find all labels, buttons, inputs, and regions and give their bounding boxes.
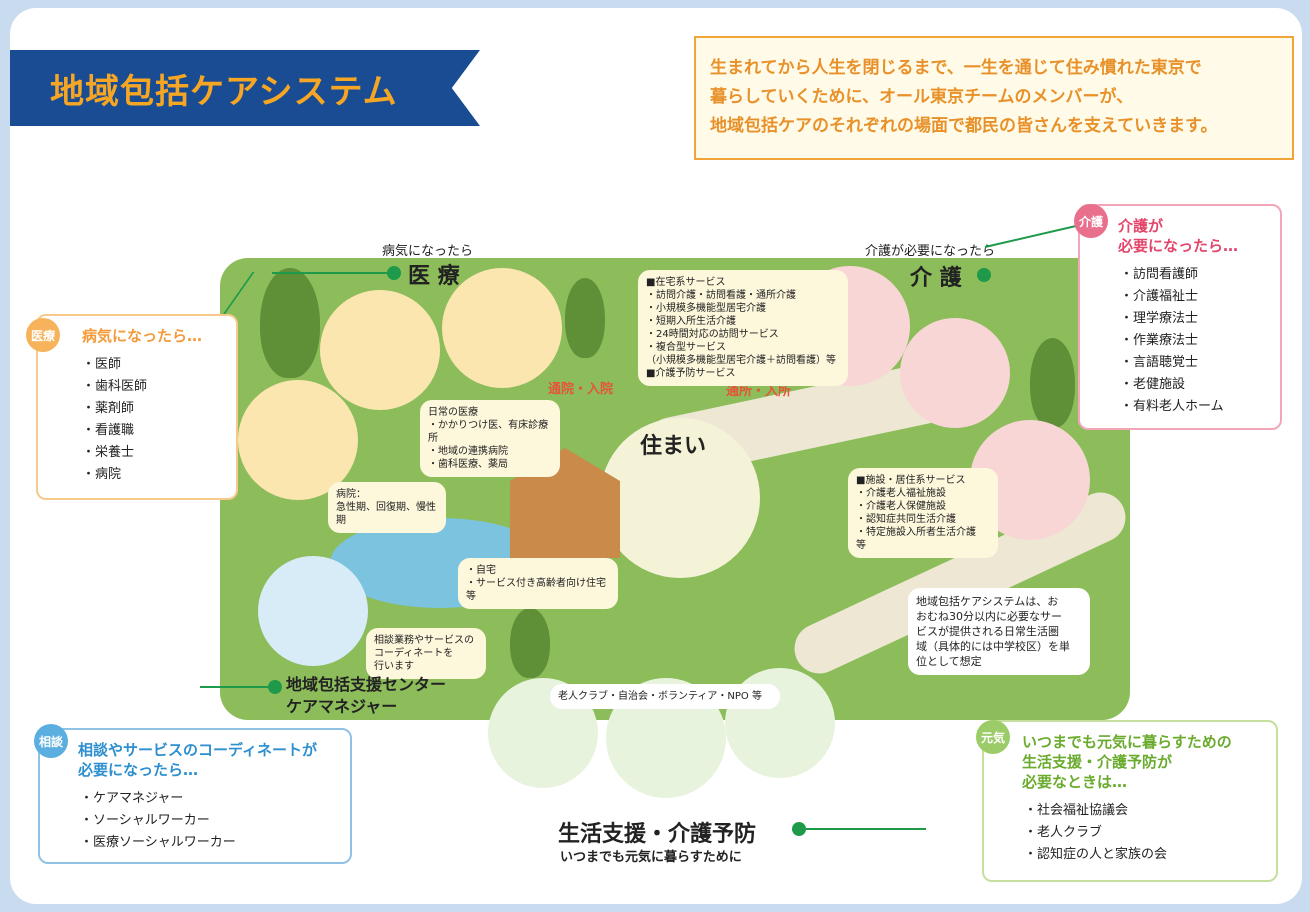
list-item: ・理学療法士 [1120,311,1199,326]
care-dot [977,268,991,282]
medical-dot [387,266,401,280]
medical-tag: 医療 [26,318,60,352]
genki-label: 生活支援・介護予防 [558,822,757,847]
list-item: ・薬剤師 [82,401,135,416]
genki-sub: いつまでも元気に暮らすために [560,850,742,865]
list-item: ・社会福祉協議会 [1024,803,1129,818]
genki-dot [792,822,806,836]
list-item: ・医師 [82,357,122,372]
housing-note: ・自宅・サービス付き高齢者向け住宅等 [458,558,618,609]
list-item: ・看護職 [82,423,135,438]
list-item: ・ケアマネジャー [80,791,184,806]
care-label: 介 護 [910,266,962,291]
list-item: ・病院 [82,467,122,482]
tree [510,608,550,678]
medical-label: 医 療 [408,264,460,289]
clubs-note: 老人クラブ・自治会・ボランティア・NPO 等 [550,684,780,709]
list-item: ・認知症の人と家族の会 [1024,847,1168,862]
care-manager-illustration [258,556,368,666]
intro-box: 生まれてから人生を閉じるまで、一生を通じて住み慣れた東京で 暮らしていくために、… [694,36,1294,160]
consult-label: 地域包括支援センターケアマネジャー [286,675,447,716]
intro-line: 暮らしていくために、オール東京チームのメンバーが、 [710,87,1134,107]
home-label: 住まい [640,434,707,459]
care-caption: 介護が必要になったら [865,244,996,259]
medical-box: 病気になったら… ・医師 ・歯科医師 ・薬剤師 ・看護職 ・栄養士 ・病院 [36,314,238,500]
consult-box-heading: 相談やサービスのコーディネートが必要になったら… [78,741,317,779]
home-circle [600,418,760,578]
medical-caption: 病気になったら [382,244,474,259]
list-item: ・歯科医師 [82,379,148,394]
tree [1030,338,1075,428]
tree [565,278,605,358]
list-item: ・介護福祉士 [1120,289,1199,304]
bath-care-illustration [900,318,1010,428]
care-box: 介護が必要になったら… ・訪問看護師 ・介護福祉士 ・理学療法士 ・作業療法士 … [1078,204,1282,430]
doctor-male-illustration [442,268,562,388]
daily-medical-note: 日常の医療・かかりつけ医、有床診療所・地域の連携病院・歯科医療、薬局 [420,400,560,477]
list-item: ・言語聴覚士 [1120,355,1199,370]
medical-arrow-label: 通院・入院 [548,382,614,397]
doctor-female-illustration [320,290,440,410]
consult-note: 相談業務やサービスのコーディネートを行います [366,628,486,679]
home-services-note: ■在宅系サービス・訪問介護・訪問看護・通所介護・小規模多機能型居宅介護・短期入所… [638,270,848,386]
connector [806,828,926,830]
list-item: ・ソーシャルワーカー [80,813,210,828]
page: 地域包括ケアシステム 生まれてから人生を閉じるまで、一生を通じて住み慣れた東京で… [10,8,1302,904]
list-item: ・作業療法士 [1120,333,1199,348]
consult-dot [268,680,282,694]
intro-line: 地域包括ケアのそれぞれの場面で都民の皆さんを支えていきます。 [710,116,1218,136]
title-banner: 地域包括ケアシステム [10,50,480,126]
list-item: ・医療ソーシャルワーカー [80,835,236,850]
list-item: ・老健施設 [1120,377,1186,392]
tree [260,268,320,378]
care-arrow-label: 通所・入所 [726,384,792,399]
consult-tag: 相談 [34,724,68,758]
genki-tag: 元気 [976,720,1010,754]
consult-box: 相談やサービスのコーディネートが必要になったら… ・ケアマネジャー ・ソーシャル… [38,728,352,864]
list-item: ・有料老人ホーム [1120,399,1224,414]
genki-box-heading: いつまでも元気に暮らすための生活支援・介護予防が必要なときは… [1022,733,1232,791]
connector [272,272,390,274]
intro-line: 生まれてから人生を閉じるまで、一生を通じて住み慣れた東京で [710,58,1202,78]
care-box-heading: 介護が必要になったら… [1118,217,1239,255]
medical-box-heading: 病気になったら… [82,327,203,345]
list-item: ・栄養士 [82,445,135,460]
care-tag: 介護 [1074,204,1108,238]
hospital-illustration [238,380,358,500]
hospital-note: 病院：急性期、回復期、慢性期 [328,482,446,533]
page-title: 地域包括ケアシステム [50,72,398,112]
genki-box: いつまでも元気に暮らすための生活支援・介護予防が必要なときは… ・社会福祉協議会… [982,720,1278,882]
connector [200,686,270,688]
facility-services-note: ■施設・居住系サービス・介護老人福祉施設・介護老人保健施設・認知症共同生活介護・… [848,468,998,558]
area-note: 地域包括ケアシステムは、おおむね30分以内に必要なサービスが提供される日常生活圏… [908,588,1090,675]
list-item: ・訪問看護師 [1120,267,1199,282]
list-item: ・老人クラブ [1024,825,1103,840]
